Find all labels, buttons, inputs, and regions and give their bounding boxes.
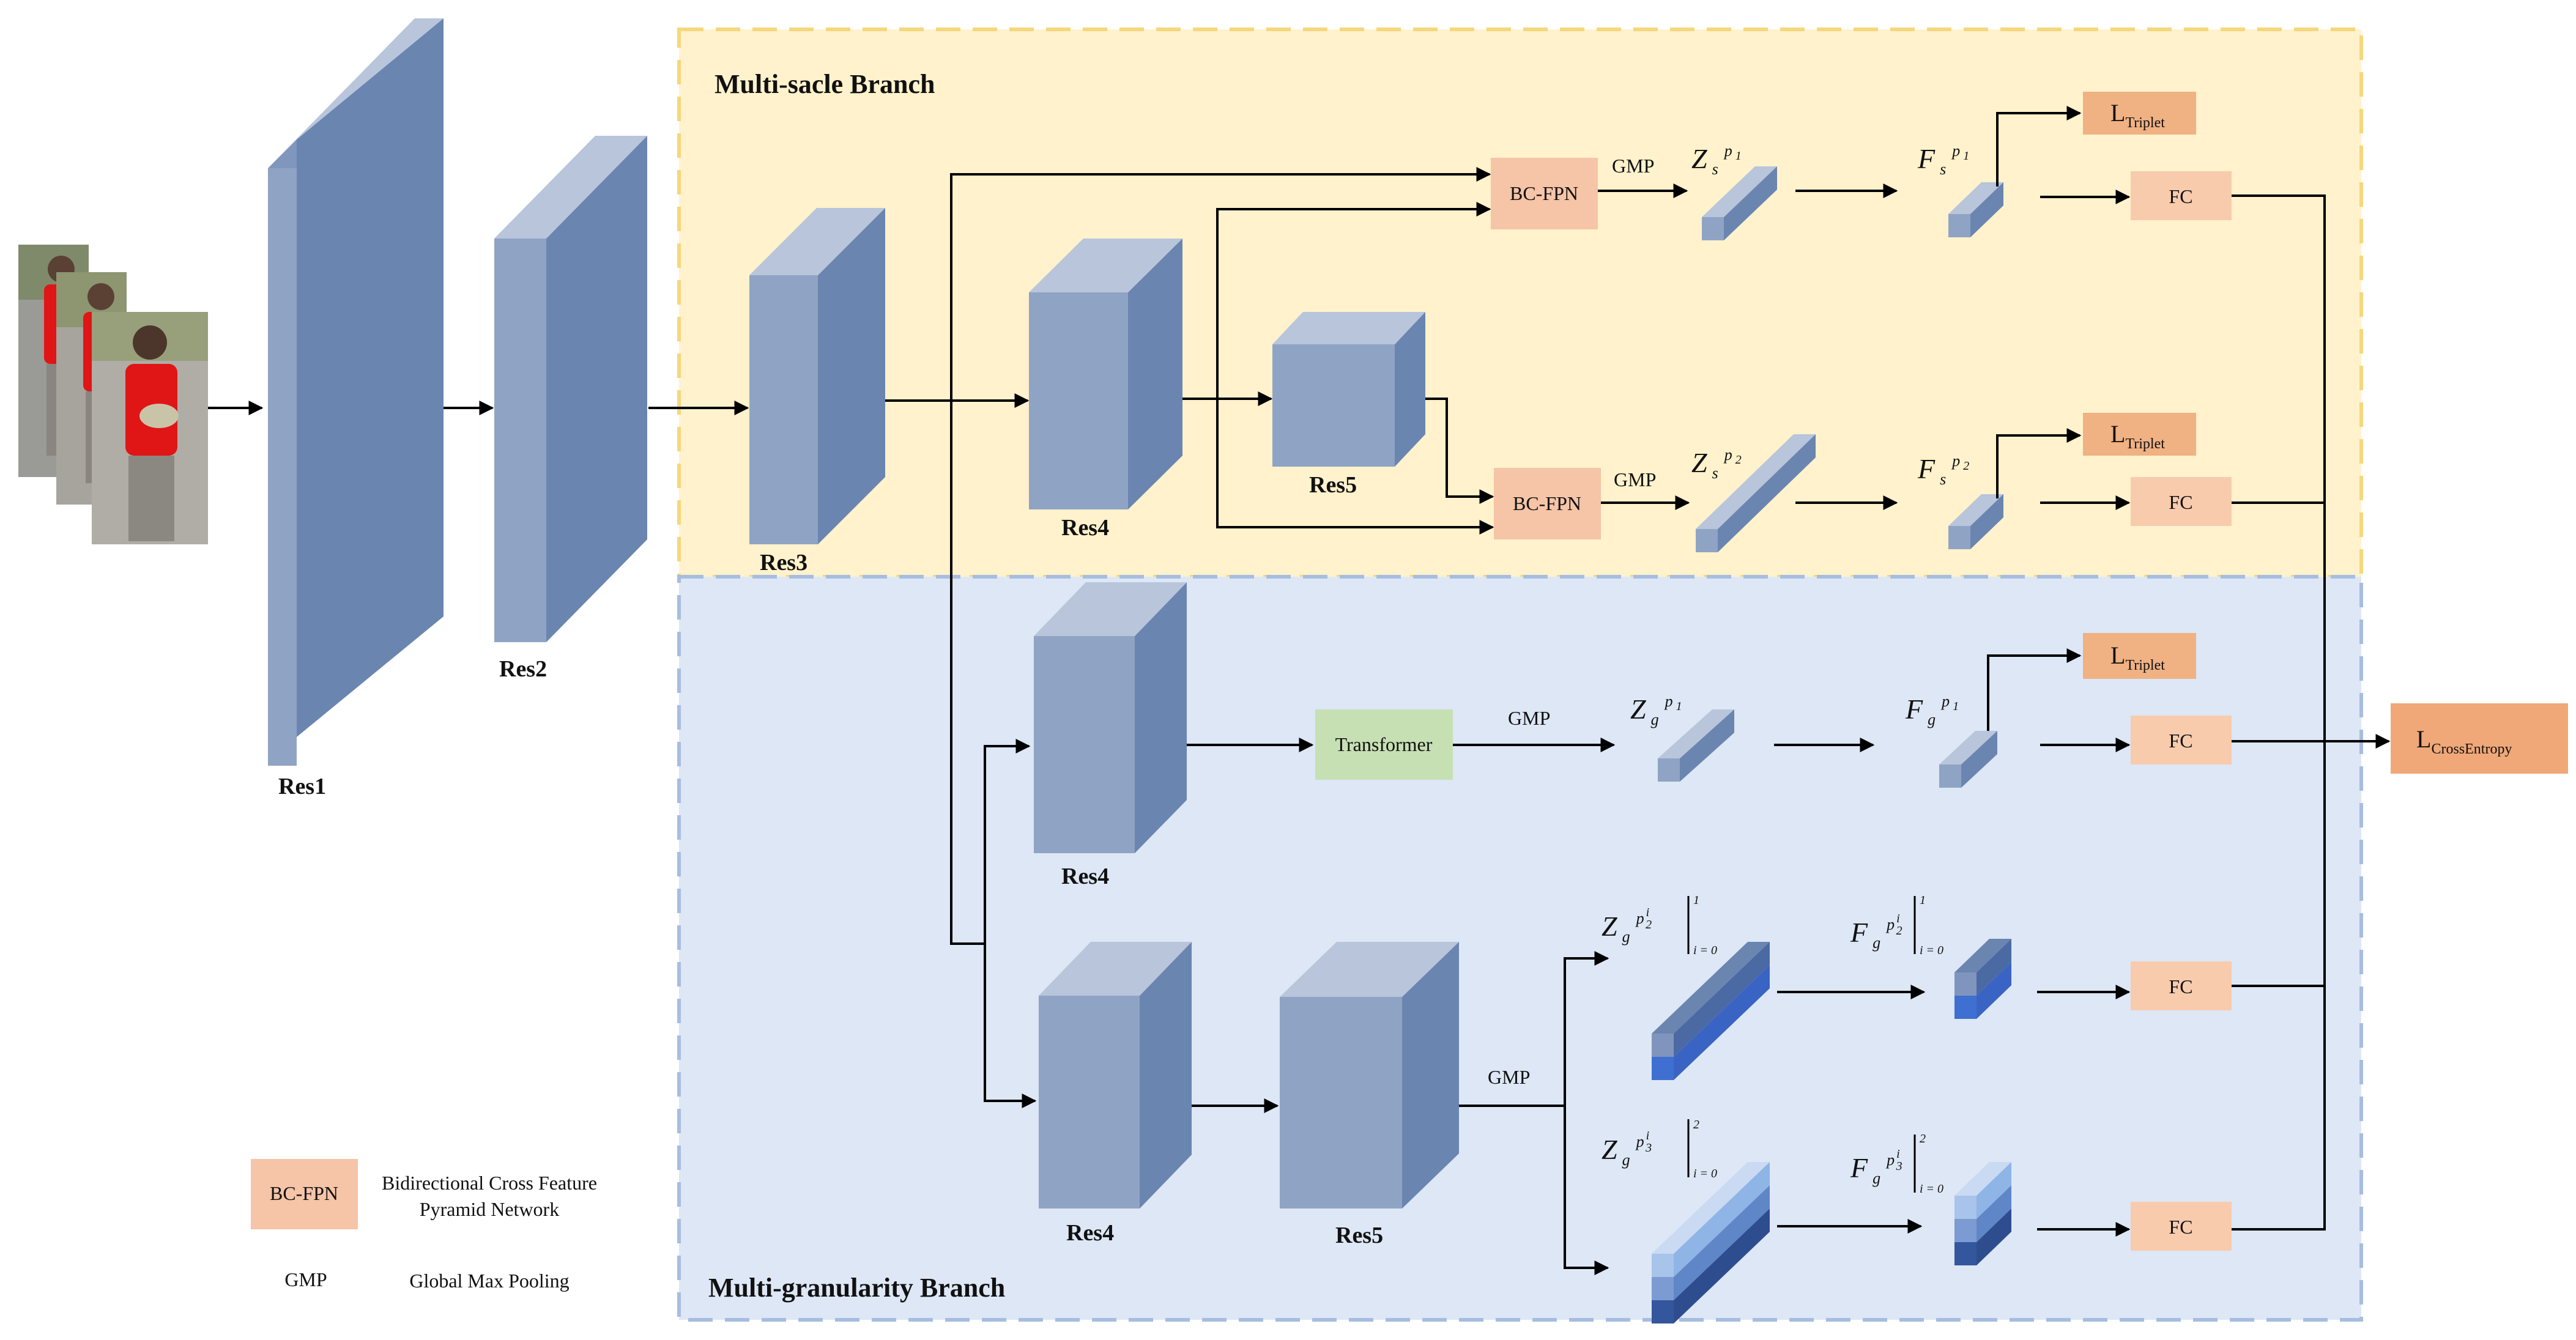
res5-label-multi-granularity: Res5 bbox=[1335, 1223, 1383, 1248]
triplet-loss-label-1: LTriplet bbox=[2110, 99, 2165, 131]
person-image bbox=[92, 312, 208, 544]
legend-bcfpn-desc-line2: Pyramid Network bbox=[420, 1198, 559, 1220]
fg-p2-range-lower: i = 0 bbox=[1920, 944, 1943, 957]
res4-label-multi-granularity-bottom: Res4 bbox=[1066, 1220, 1114, 1246]
legend-gmp-desc: Global Max Pooling bbox=[409, 1270, 569, 1292]
res4-label-multi-granularity-top: Res4 bbox=[1061, 864, 1109, 889]
fc-label-4: FC bbox=[2169, 975, 2192, 998]
fg-p3-range-lower: i = 0 bbox=[1920, 1182, 1943, 1196]
zg-p2-range-upper: 1 bbox=[1693, 894, 1699, 907]
res5-block-multi-scale bbox=[1272, 312, 1425, 467]
gmp-label-mg-bottom: GMP bbox=[1488, 1066, 1530, 1088]
fc-box-5 bbox=[2131, 1202, 2232, 1251]
feature-bar-zg-p1 bbox=[1658, 709, 1734, 782]
res4-block-multi-scale bbox=[1029, 239, 1182, 509]
bcfpn-box-bottom bbox=[1494, 468, 1601, 539]
feature-stack-zg-p3 bbox=[1652, 1162, 1770, 1323]
fc-label-2: FC bbox=[2169, 491, 2192, 513]
triplet-loss-box-2 bbox=[2083, 413, 2196, 456]
multi-granularity-branch-title: Multi-granularity Branch bbox=[708, 1273, 1005, 1303]
feature-bar-zs-p2 bbox=[1696, 434, 1816, 552]
transformer-label: Transformer bbox=[1335, 733, 1433, 755]
triplet-loss-label-3: LTriplet bbox=[2110, 642, 2165, 673]
res1-block bbox=[268, 18, 444, 766]
fc-box-1 bbox=[2131, 171, 2232, 220]
feature-stack-fg-p3 bbox=[1954, 1162, 2011, 1265]
bcfpn-box-top bbox=[1491, 158, 1598, 229]
triplet-loss-box-3 bbox=[2083, 633, 2196, 679]
zg-p3-range-lower: i = 0 bbox=[1693, 1167, 1717, 1180]
res1-label: Res1 bbox=[278, 774, 326, 799]
res4-block-multi-granularity-top bbox=[1034, 582, 1187, 853]
res2-label: Res2 bbox=[499, 656, 547, 682]
transformer-box bbox=[1315, 709, 1453, 780]
triplet-loss-box-1 bbox=[2083, 92, 2196, 135]
legend-gmp-label: GMP bbox=[284, 1268, 327, 1290]
multi-scale-branch-title: Multi-sacle Branch bbox=[715, 69, 935, 99]
zg-p3-range-upper: 2 bbox=[1693, 1118, 1699, 1131]
feature-bar-fg-p1 bbox=[1939, 731, 1997, 788]
bcfpn-label-bottom: BC-FPN bbox=[1513, 492, 1581, 514]
fc-box-3 bbox=[2131, 716, 2232, 764]
fc-label-5: FC bbox=[2169, 1216, 2192, 1238]
feature-bar-fs-p1 bbox=[1948, 182, 2003, 237]
res5-block-multi-granularity bbox=[1280, 942, 1459, 1209]
zg-p2-range-lower: i = 0 bbox=[1693, 944, 1717, 957]
fc-box-4 bbox=[2131, 961, 2232, 1010]
multi-granularity-branch-region bbox=[677, 575, 2363, 1322]
res4-label-multi-scale: Res4 bbox=[1061, 515, 1109, 541]
res4-block-multi-granularity-bottom bbox=[1039, 942, 1192, 1209]
legend-bcfpn-swatch bbox=[251, 1159, 358, 1229]
feature-stack-zg-p2 bbox=[1652, 942, 1770, 1080]
res3-block bbox=[749, 208, 885, 544]
fc-label-1: FC bbox=[2169, 185, 2192, 207]
input-images bbox=[18, 245, 208, 544]
res3-label: Res3 bbox=[760, 550, 807, 576]
gmp-label-mg-top: GMP bbox=[1508, 707, 1550, 729]
legend-bcfpn-desc-line1: Bidirectional Cross Feature bbox=[382, 1172, 597, 1194]
res5-label-multi-scale: Res5 bbox=[1309, 472, 1357, 498]
fg-p3-range-upper: 2 bbox=[1920, 1132, 1926, 1146]
feature-bar-zs-p1 bbox=[1702, 166, 1777, 240]
gmp-label-ms-top: GMP bbox=[1612, 155, 1654, 177]
feature-stack-fg-p2 bbox=[1954, 939, 2011, 1019]
gmp-label-ms-bottom: GMP bbox=[1614, 468, 1656, 490]
res2-block bbox=[494, 136, 647, 642]
feature-bar-fs-p2 bbox=[1948, 494, 2003, 549]
fg-p2-range-upper: 1 bbox=[1920, 894, 1926, 907]
bcfpn-label-top: BC-FPN bbox=[1510, 182, 1578, 204]
fc-box-2 bbox=[2131, 477, 2232, 526]
triplet-loss-label-2: LTriplet bbox=[2110, 420, 2165, 452]
cross-entropy-loss-label: LCrossEntropy bbox=[2416, 725, 2512, 757]
legend-bcfpn-label: BC-FPN bbox=[270, 1182, 338, 1204]
fc-label-3: FC bbox=[2169, 730, 2192, 752]
cross-entropy-loss-box bbox=[2391, 703, 2568, 774]
